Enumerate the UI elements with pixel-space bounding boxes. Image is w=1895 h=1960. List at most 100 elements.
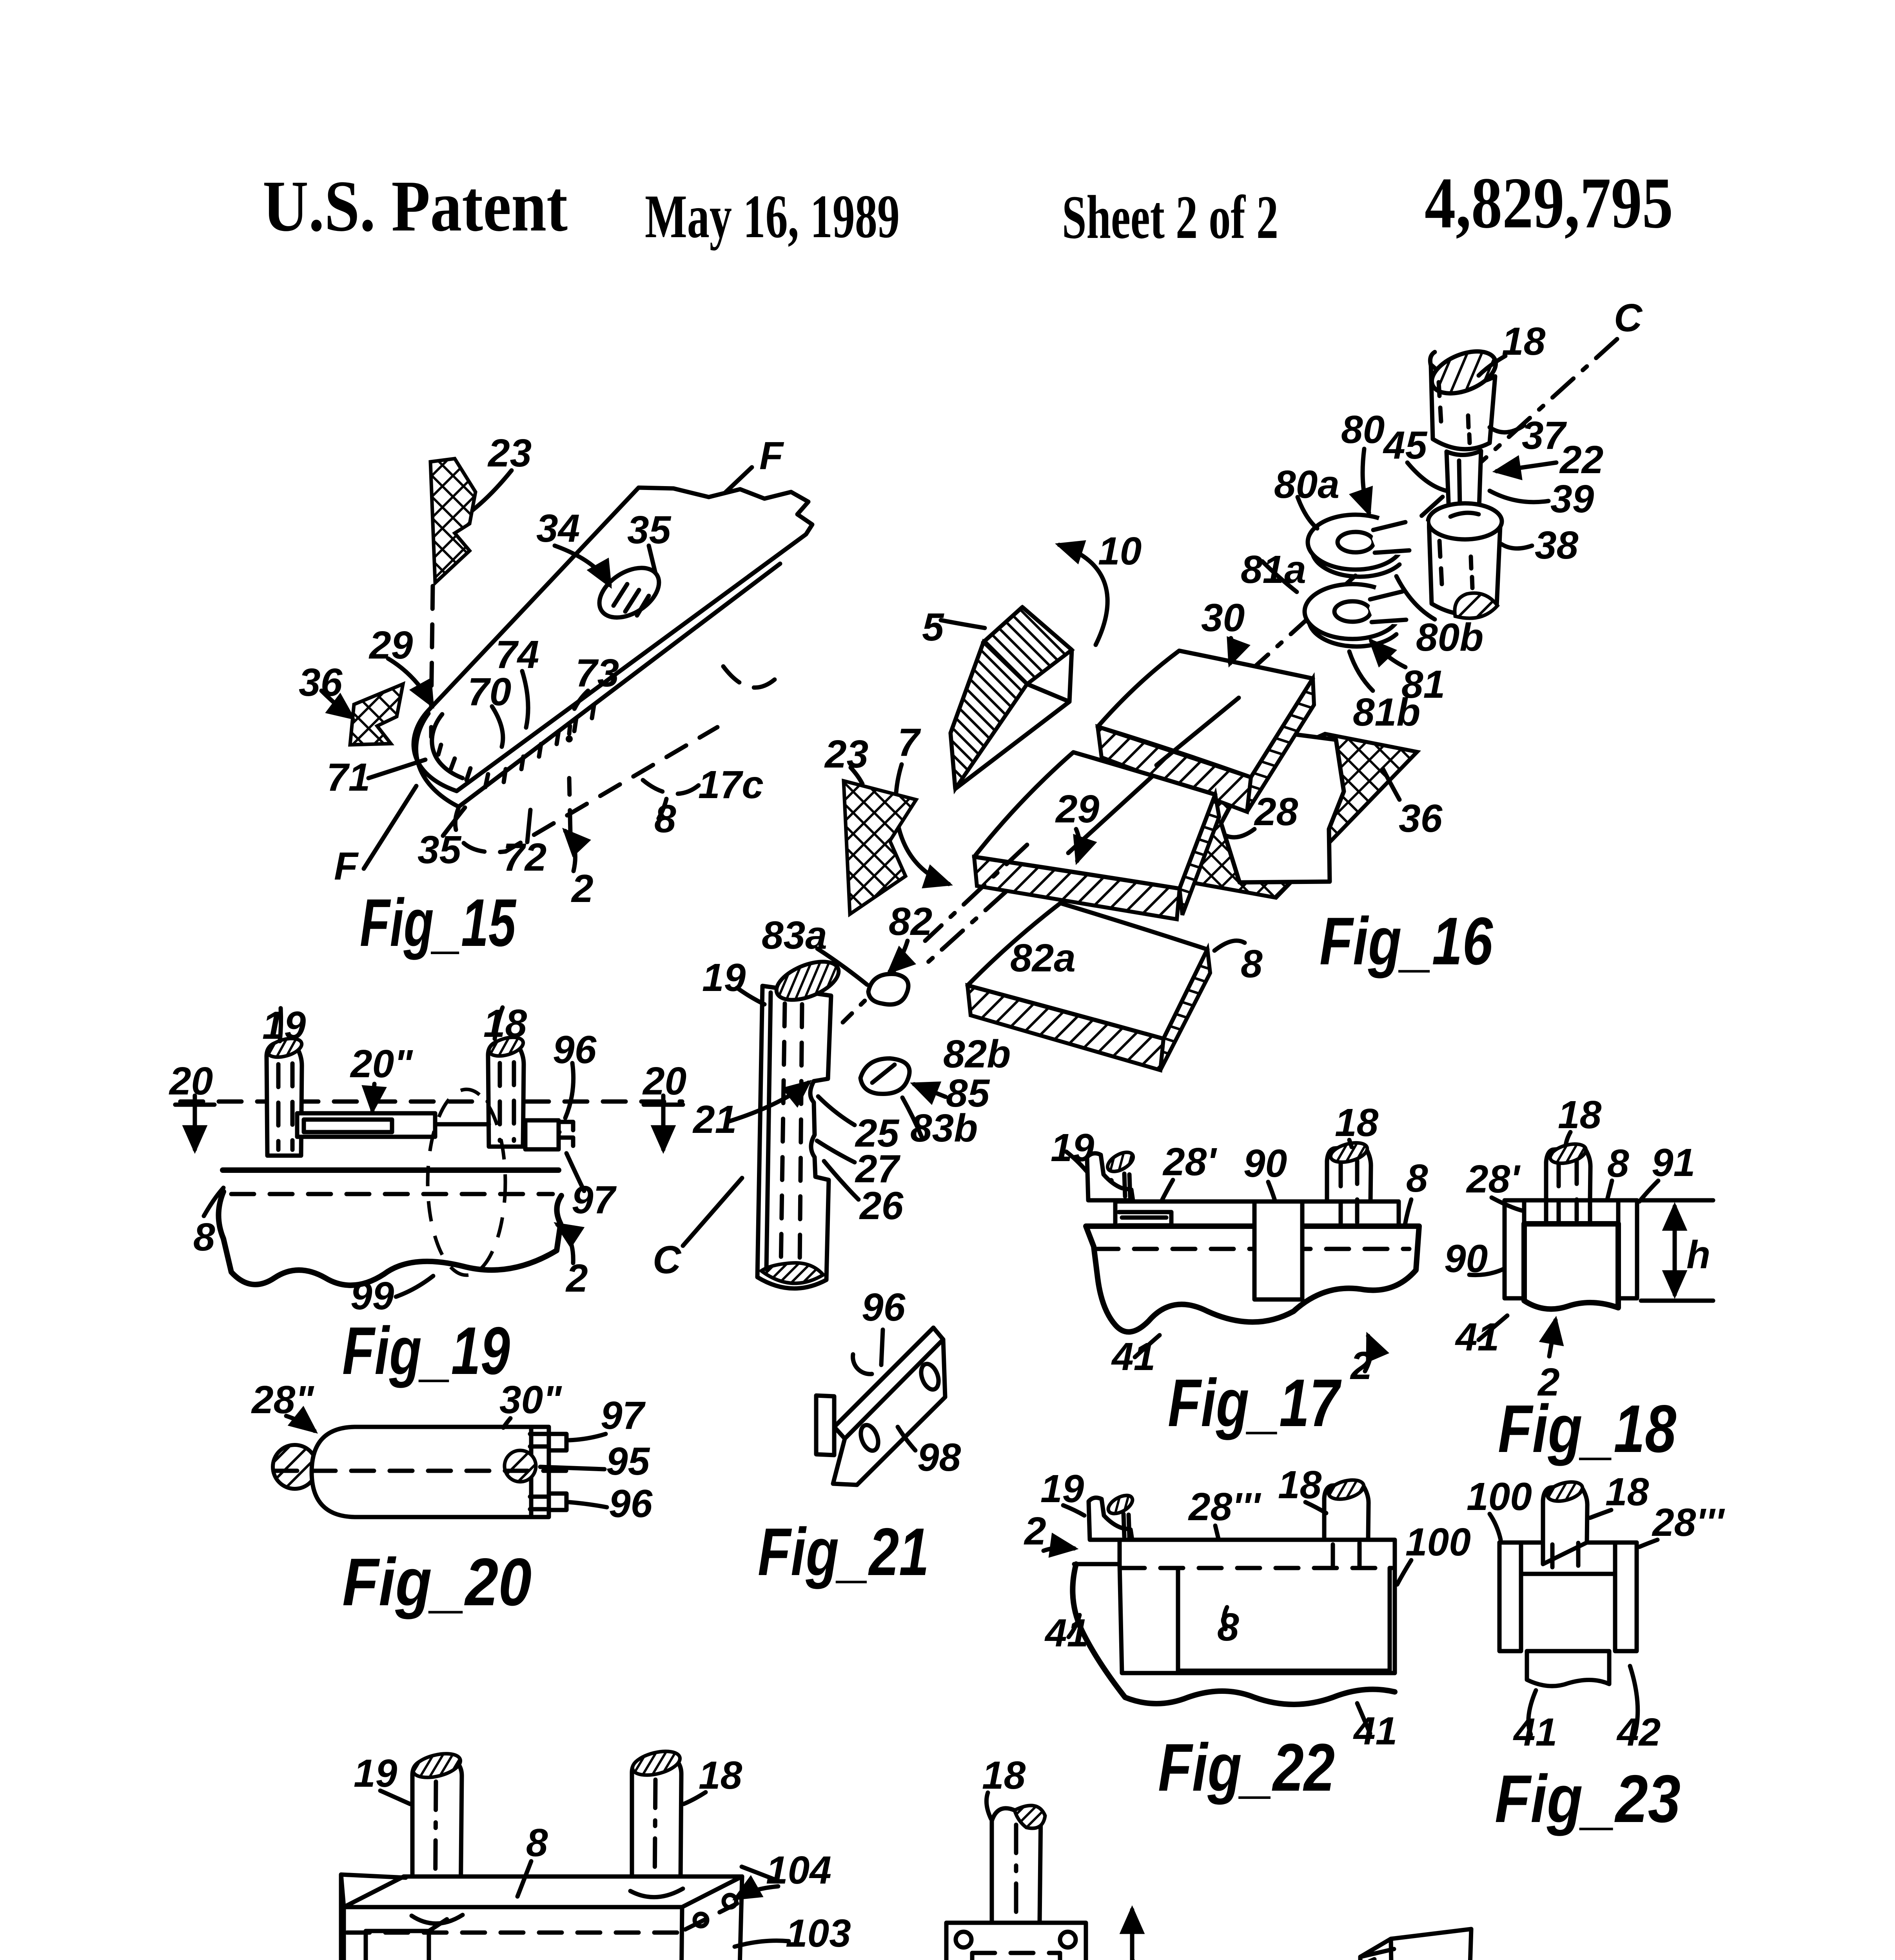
svg-text:Fig_19: Fig_19 xyxy=(342,1313,510,1388)
svg-text:28: 28 xyxy=(1254,790,1298,834)
svg-text:81a: 81a xyxy=(1241,548,1306,592)
svg-text:20: 20 xyxy=(169,1059,213,1103)
svg-text:71: 71 xyxy=(327,755,370,799)
svg-text:81b: 81b xyxy=(1353,690,1420,734)
svg-text:19: 19 xyxy=(354,1751,398,1795)
svg-text:41: 41 xyxy=(1455,1315,1499,1359)
svg-text:38: 38 xyxy=(1535,523,1579,567)
svg-text:96: 96 xyxy=(862,1285,906,1329)
svg-text:10: 10 xyxy=(1098,529,1142,573)
svg-text:F: F xyxy=(759,434,784,478)
svg-text:8: 8 xyxy=(526,1821,548,1865)
svg-text:34: 34 xyxy=(536,506,580,550)
svg-text:95: 95 xyxy=(606,1439,650,1483)
svg-text:82: 82 xyxy=(889,900,932,944)
svg-text:Fig_16: Fig_16 xyxy=(1320,904,1493,979)
svg-text:33: 33 xyxy=(1154,1954,1197,1960)
svg-text:20: 20 xyxy=(642,1059,686,1103)
svg-text:17c: 17c xyxy=(698,763,764,807)
svg-text:80: 80 xyxy=(1341,408,1385,452)
svg-text:30: 30 xyxy=(1201,596,1245,640)
svg-text:26: 26 xyxy=(859,1184,904,1228)
svg-text:Fig_22: Fig_22 xyxy=(1158,1730,1335,1805)
svg-text:Sheet 2 of 2: Sheet 2 of 2 xyxy=(1062,183,1278,252)
svg-text:98: 98 xyxy=(917,1436,961,1479)
svg-text:28''': 28''' xyxy=(1652,1501,1725,1544)
svg-text:28': 28' xyxy=(1466,1157,1521,1201)
svg-text:74: 74 xyxy=(496,633,539,677)
svg-text:2: 2 xyxy=(571,867,594,911)
svg-text:96: 96 xyxy=(553,1028,597,1072)
svg-text:18: 18 xyxy=(1335,1101,1379,1145)
svg-text:2: 2 xyxy=(1350,1344,1372,1388)
svg-text:19: 19 xyxy=(1040,1467,1084,1511)
svg-text:28": 28" xyxy=(251,1378,314,1422)
svg-text:Fig_17: Fig_17 xyxy=(1168,1365,1342,1441)
svg-text:100: 100 xyxy=(1405,1520,1471,1564)
svg-text:18: 18 xyxy=(1558,1093,1602,1137)
svg-text:18: 18 xyxy=(1605,1470,1649,1514)
svg-text:19: 19 xyxy=(262,1004,306,1047)
svg-text:83b: 83b xyxy=(910,1106,978,1150)
svg-text:42: 42 xyxy=(1616,1710,1661,1754)
svg-text:19: 19 xyxy=(1051,1126,1095,1170)
svg-text:103: 103 xyxy=(786,1911,851,1955)
svg-text:2: 2 xyxy=(1024,1509,1046,1553)
svg-text:41: 41 xyxy=(1513,1710,1557,1754)
svg-text:80b: 80b xyxy=(1416,615,1483,659)
svg-text:C: C xyxy=(1614,296,1643,340)
svg-text:82b: 82b xyxy=(943,1032,1011,1076)
svg-text:72: 72 xyxy=(503,835,546,879)
svg-text:Fig_21: Fig_21 xyxy=(758,1514,929,1590)
svg-text:25: 25 xyxy=(855,1111,900,1155)
svg-text:45: 45 xyxy=(1383,423,1428,467)
svg-text:41: 41 xyxy=(1111,1335,1155,1379)
svg-text:83a: 83a xyxy=(762,913,827,957)
svg-text:27: 27 xyxy=(855,1147,901,1191)
svg-text:23: 23 xyxy=(487,431,532,475)
svg-text:Fig_23: Fig_23 xyxy=(1495,1761,1681,1837)
svg-text:35: 35 xyxy=(417,828,462,872)
svg-text:Fig_15: Fig_15 xyxy=(360,885,517,960)
svg-text:h: h xyxy=(1686,1233,1710,1277)
svg-text:80a: 80a xyxy=(1274,463,1340,506)
svg-text:37: 37 xyxy=(1522,414,1567,457)
svg-text:100: 100 xyxy=(1467,1475,1532,1519)
svg-text:7: 7 xyxy=(898,720,921,764)
svg-text:41: 41 xyxy=(1353,1709,1397,1753)
svg-text:19: 19 xyxy=(702,956,746,1000)
svg-text:35: 35 xyxy=(627,508,672,552)
svg-text:Fig_18: Fig_18 xyxy=(1498,1391,1676,1466)
svg-text:5: 5 xyxy=(922,605,944,649)
svg-text:8: 8 xyxy=(1406,1156,1428,1200)
svg-text:81: 81 xyxy=(1401,662,1445,706)
svg-text:70: 70 xyxy=(468,670,511,714)
svg-text:82a: 82a xyxy=(1010,936,1076,980)
svg-text:2: 2 xyxy=(1537,1360,1560,1404)
svg-text:29: 29 xyxy=(1055,787,1100,831)
svg-text:8: 8 xyxy=(1607,1142,1629,1185)
svg-text:18: 18 xyxy=(483,1002,527,1045)
svg-text:90: 90 xyxy=(1444,1237,1488,1281)
svg-text:8: 8 xyxy=(193,1215,215,1259)
svg-text:U.S. Patent: U.S. Patent xyxy=(263,166,568,247)
svg-text:20": 20" xyxy=(350,1042,413,1086)
svg-text:18: 18 xyxy=(1278,1463,1322,1507)
svg-text:Fig_20: Fig_20 xyxy=(342,1544,532,1620)
svg-text:F: F xyxy=(334,844,359,888)
svg-text:22: 22 xyxy=(1559,438,1603,482)
svg-text:85: 85 xyxy=(946,1071,990,1115)
svg-text:May 16, 1989: May 16, 1989 xyxy=(645,182,900,251)
svg-text:8: 8 xyxy=(1241,942,1263,986)
svg-text:73: 73 xyxy=(575,651,619,695)
svg-text:36: 36 xyxy=(299,661,343,704)
svg-text:21: 21 xyxy=(692,1098,737,1142)
svg-text:97: 97 xyxy=(572,1178,617,1222)
svg-text:8: 8 xyxy=(654,797,676,841)
svg-text:28': 28' xyxy=(1162,1140,1217,1184)
svg-text:97: 97 xyxy=(601,1394,646,1437)
svg-text:2: 2 xyxy=(565,1256,588,1300)
svg-text:4,829,795: 4,829,795 xyxy=(1425,163,1673,243)
svg-text:18: 18 xyxy=(1502,319,1546,363)
svg-text:8: 8 xyxy=(1217,1605,1239,1649)
